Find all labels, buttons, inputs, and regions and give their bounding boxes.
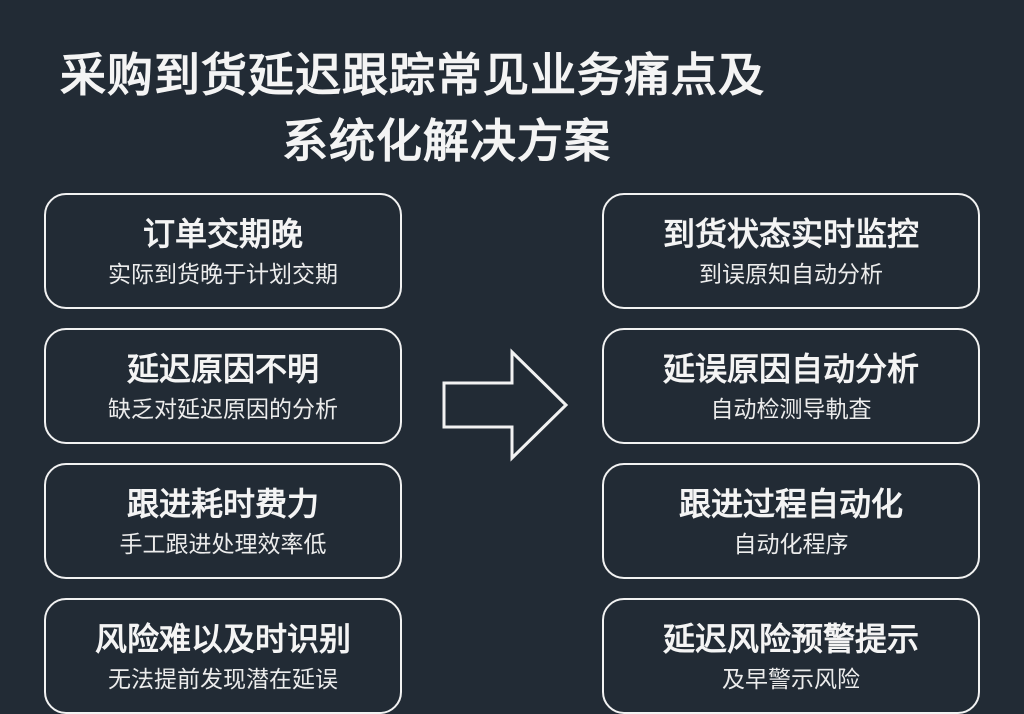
solution-desc: 到误原知自动分析	[699, 262, 883, 288]
solution-card: 延误原因自动分析 自动检测导軌査	[602, 328, 980, 444]
pain-point-title: 风险难以及时识别	[94, 620, 351, 658]
solution-title: 跟进过程自动化	[678, 485, 903, 523]
pain-point-card: 风险难以及时识别 无法提前发现潜在延误	[44, 598, 402, 714]
pain-point-title: 跟进耗时费力	[126, 485, 319, 523]
solution-card: 跟进过程自动化 自动化程序	[602, 463, 980, 579]
pain-point-card: 订单交期晚 实际到货晚于计划交期	[44, 193, 402, 309]
pain-point-title: 订单交期晚	[142, 215, 303, 253]
solution-desc: 及早警示风险	[722, 667, 860, 693]
solution-card: 延迟风险预警提示 及早警示风险	[602, 598, 980, 714]
pain-point-desc: 缺乏对延迟原因的分析	[108, 397, 338, 423]
solution-card: 到货状态实时监控 到误原知自动分析	[602, 193, 980, 309]
solution-title: 到货状态实时监控	[662, 215, 919, 253]
title-line-2: 系统化解决方案	[282, 114, 611, 168]
right-arrow-icon	[442, 348, 569, 462]
solution-desc: 自动化程序	[733, 532, 849, 558]
solution-title: 延误原因自动分析	[662, 350, 919, 388]
pain-point-desc: 手工跟进处理效率低	[119, 532, 327, 558]
solution-desc: 自动检测导軌査	[710, 397, 872, 423]
pain-point-card: 跟进耗时费力 手工跟进处理效率低	[44, 463, 402, 579]
pain-point-title: 延迟原因不明	[126, 350, 319, 388]
pain-point-desc: 实际到货晚于计划交期	[108, 262, 338, 288]
title-line-1: 采购到货延迟跟踪常见业务痛点及	[60, 48, 765, 102]
solution-title: 延迟风险预警提示	[662, 620, 919, 658]
pain-point-card: 延迟原因不明 缺乏对延迟原因的分析	[44, 328, 402, 444]
pain-point-desc: 无法提前发现潜在延误	[108, 667, 338, 693]
